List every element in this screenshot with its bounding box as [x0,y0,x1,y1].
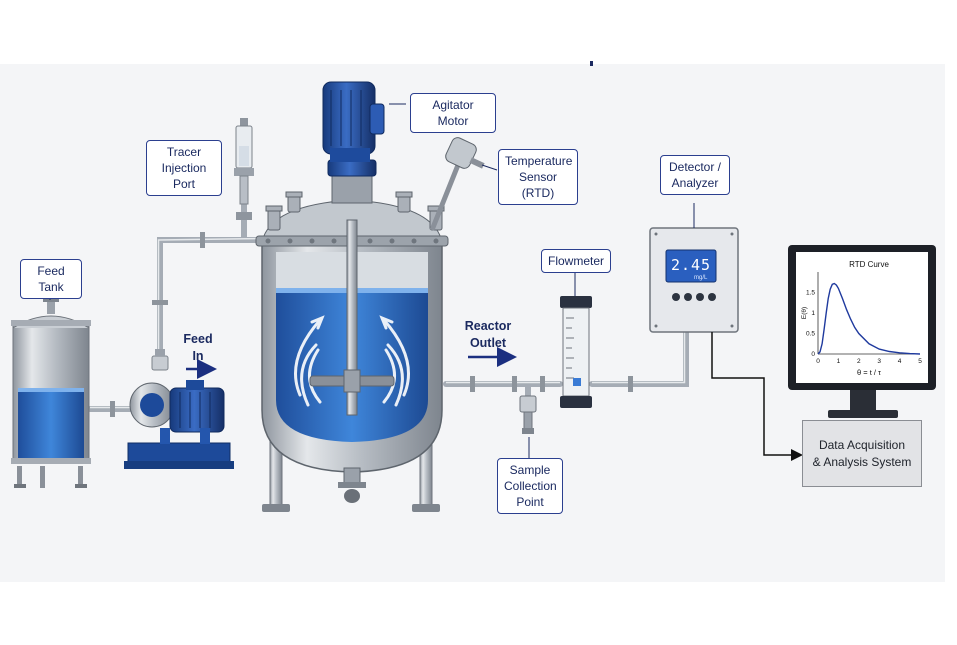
feed-pump [124,380,234,469]
chart-y-tick-label: 0.5 [806,331,815,338]
chart-y-tick-label: 0 [811,351,815,358]
signal-cable [711,332,803,461]
feed-tank [11,298,91,488]
chart-x-tick-label: 0 [816,358,820,365]
feed-in-label: Feed In [183,332,213,363]
sample-collection-point-label: Sample Collection Point [497,458,563,514]
chart-x-label: θ = t / τ [857,368,881,377]
flowmeter-device [560,296,592,408]
feed-tank-label: Feed Tank [20,259,82,299]
chart-x-tick-label: 1 [837,358,841,365]
agitator-motor [322,81,385,204]
temperature-sensor-label: Temperature Sensor (RTD) [498,149,578,205]
flowmeter-label: Flowmeter [541,249,611,273]
inlet-valve [151,349,169,371]
chart-x-tick-label: 2 [857,358,861,365]
sample-valve [519,395,537,434]
detector-analyzer-label: Detector / Analyzer [660,155,730,195]
detector-box [649,227,739,333]
chart-x-tick-label: 3 [877,358,881,365]
data-acquisition-system: Data Acquisition & Analysis System [802,420,922,487]
temperature-sensor-probe [429,137,485,231]
reactor-vessel [255,191,449,512]
chart-title: RTD Curve [849,260,889,269]
pipe-flanges [110,232,633,417]
reactor-outlet-label: Reactor Outlet [464,319,512,350]
chart-x-tick-label: 5 [918,358,922,365]
chart-series-line [817,282,921,355]
detector-unit: mg/L [694,275,708,281]
top-mark [590,61,593,66]
chart-x-tick-label: 4 [898,358,902,365]
tracer-injection-syringe [234,118,254,220]
detector-reading: 2.45 [670,256,712,274]
agitator-motor-label: Agitator Motor [410,93,496,133]
label-leaders [49,103,695,458]
chart-y-tick-label: 1.5 [806,290,815,297]
chart-y-tick-label: 1 [811,310,815,317]
rtd-chart: RTD Curve θ = t / τ E(θ) 0 1 2 3 4 5 0 0.5 1 1.5 [801,260,922,377]
tracer-injection-port-label: Tracer Injection Port [146,140,222,196]
chart-y-label: E(θ) [801,307,808,319]
